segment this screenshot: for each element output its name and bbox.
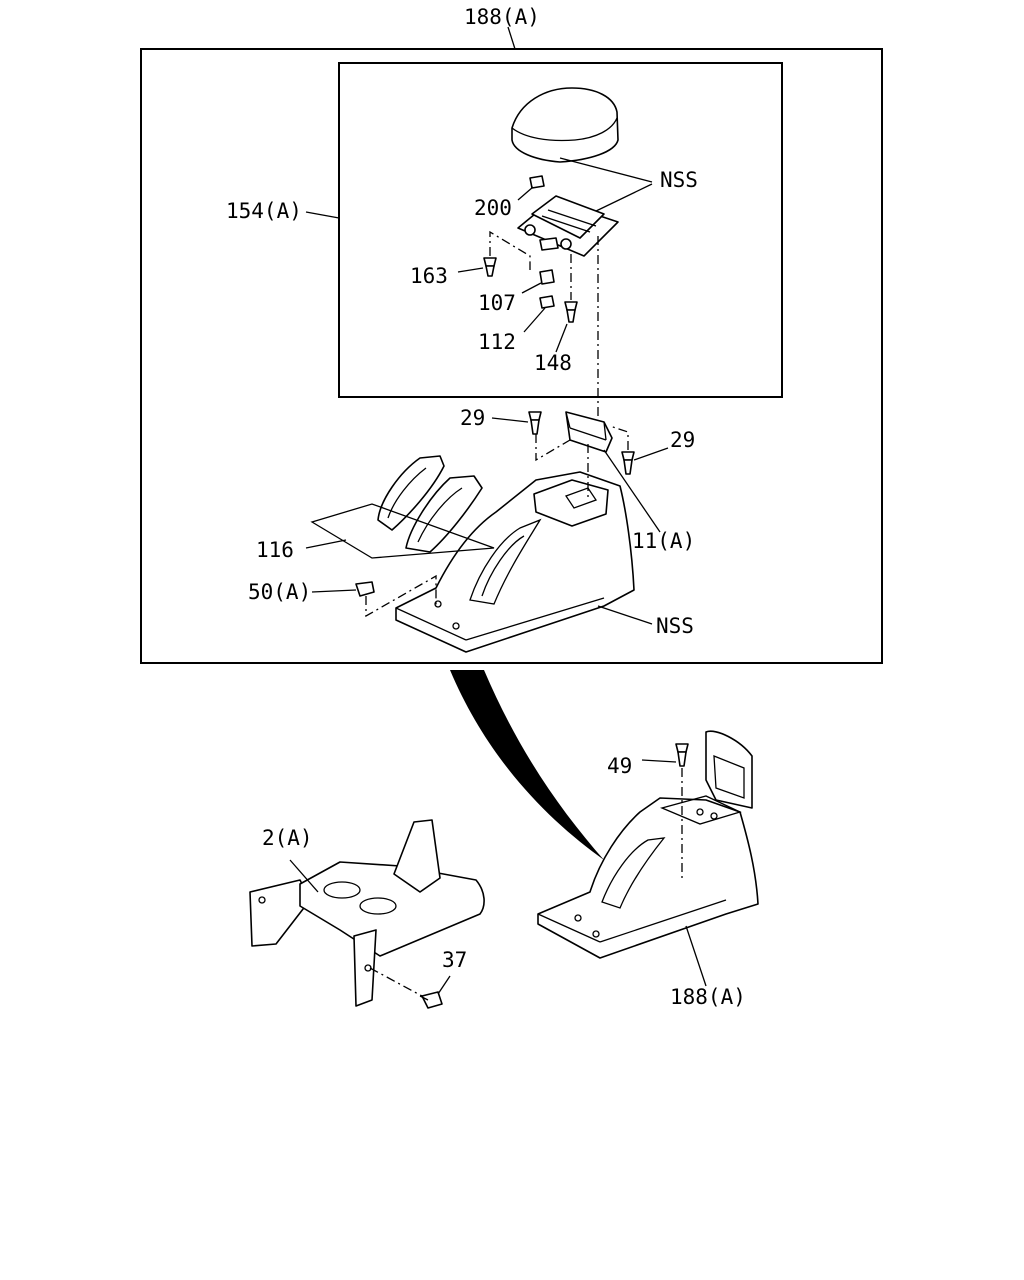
leader-2a: [289, 859, 319, 893]
label-37: 37: [442, 948, 467, 972]
label-nss-upper: NSS: [660, 168, 698, 192]
screw-29-right: [621, 451, 635, 475]
label-50a: 50(A): [248, 580, 311, 604]
clip-200: [529, 175, 545, 189]
label-107: 107: [478, 291, 516, 315]
bracket-11a: [565, 411, 613, 453]
label-49: 49: [607, 754, 632, 778]
leader-116: [305, 539, 347, 549]
label-11a: 11(A): [632, 529, 695, 553]
leader-nss-upper-2: [593, 183, 653, 213]
label-29-left: 29: [460, 406, 485, 430]
leader-49: [641, 759, 677, 763]
clip-112: [539, 295, 555, 309]
label-163: 163: [410, 264, 448, 288]
trim-116: [310, 455, 495, 559]
leader-50a: [311, 589, 357, 593]
dash-50a: [365, 574, 437, 618]
assembly-arrow: [450, 670, 604, 860]
dash-163: [489, 230, 531, 270]
leader-nss-upper-1: [559, 157, 653, 183]
dash-29-right: [609, 425, 629, 450]
leader-188a-bottom: [685, 925, 707, 987]
screw-148: [564, 301, 578, 323]
subassembly-box-154a: [338, 62, 783, 398]
leader-163: [457, 267, 484, 273]
label-nss-lower: NSS: [656, 614, 694, 638]
label-2a: 2(A): [262, 826, 313, 850]
label-116: 116: [256, 538, 294, 562]
leader-112: [523, 307, 546, 333]
label-29-right: 29: [670, 428, 695, 452]
label-188a-bottom: 188(A): [670, 985, 746, 1009]
screw-49: [675, 743, 689, 767]
label-154a: 154(A): [226, 199, 302, 223]
dash-37: [369, 967, 423, 997]
leader-200: [517, 186, 534, 201]
leader-29-left: [491, 417, 529, 423]
label-112: 112: [478, 330, 516, 354]
label-200: 200: [474, 196, 512, 220]
hinge-plate: [517, 195, 619, 257]
screw-37: [419, 991, 443, 1009]
leader-29-right: [633, 447, 669, 461]
label-188a-top: 188(A): [464, 5, 540, 29]
assembly-box-188a: [140, 48, 883, 664]
leader-154a: [305, 211, 340, 219]
screw-29-left: [528, 411, 542, 435]
screw-163: [483, 257, 497, 277]
leader-188a-top: [507, 26, 516, 50]
armrest-lid: [511, 87, 619, 163]
console-upper: [395, 471, 635, 653]
clip-107: [539, 269, 555, 285]
clip-50a: [355, 581, 375, 597]
leader-107: [521, 282, 542, 294]
leader-11a: [603, 449, 661, 533]
leader-148: [555, 323, 568, 353]
label-148: 148: [534, 351, 572, 375]
dash-29-left: [535, 434, 571, 462]
leader-nss-lower: [597, 605, 653, 625]
leader-37: [437, 975, 451, 995]
cup-holder-base: [249, 819, 485, 1007]
console-assembled: [537, 730, 759, 959]
